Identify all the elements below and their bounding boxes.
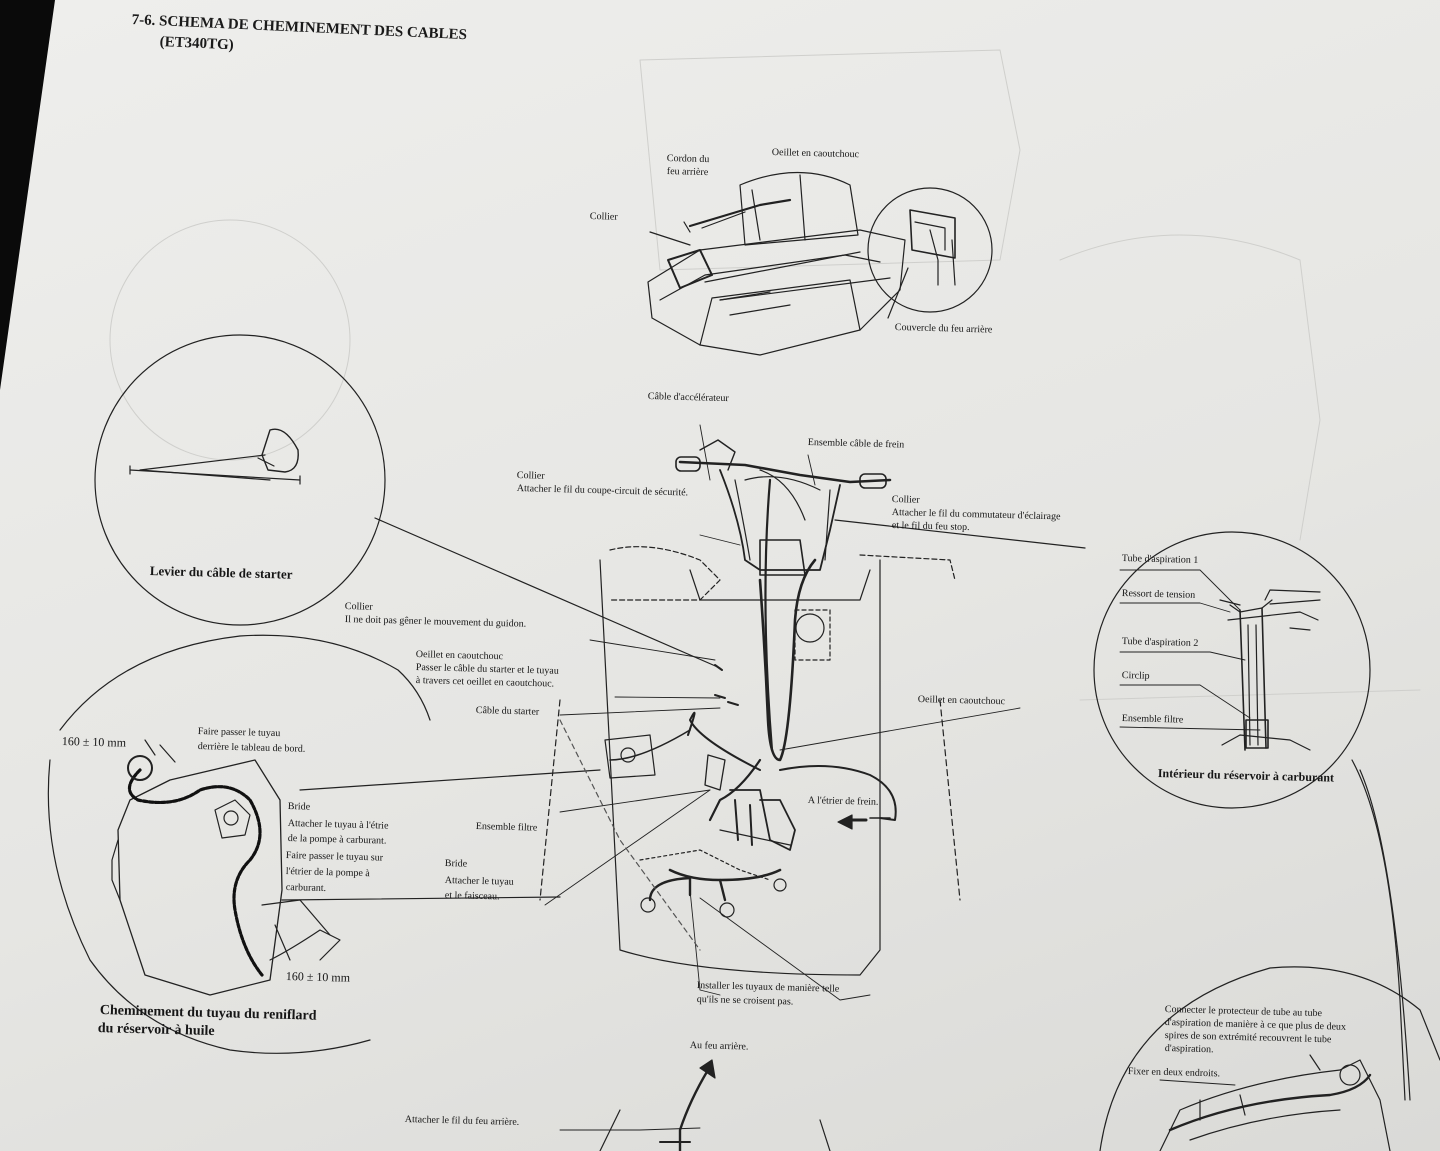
starter-lever-zoom [94, 334, 721, 669]
label-ressort: Ressort de tension [1121, 588, 1196, 601]
label-installer-2: qu'ils ne se croisent pas. [696, 994, 794, 1008]
label-circlip: Circlip [1121, 670, 1150, 682]
protector-zoom [1099, 966, 1440, 1151]
label-connecter-4: d'aspiration. [1164, 1043, 1214, 1056]
label-oeillet-starter-1: Oeillet en caoutchouc [415, 649, 504, 663]
label-cordon-feu-2: feu arrière [666, 166, 709, 179]
label-mm-top: 160 ± 10 mm [61, 734, 127, 750]
fuel-tank-zoom [834, 519, 1411, 1101]
label-levier-starter: Levier du câble de starter [149, 563, 293, 582]
label-bride-faisceau-3: et le faisceau. [444, 890, 500, 903]
label-bride-pompe-6: carburant. [285, 882, 327, 895]
label-collier-coupe-1: Collier [516, 470, 545, 482]
main-assembly [539, 424, 1021, 1001]
label-mm-bottom: 160 ± 10 mm [285, 969, 351, 985]
label-cable-accel: Câble d'accélérateur [647, 391, 729, 405]
label-collier-eclairage-1: Collier [891, 494, 920, 506]
label-bride-pompe-4: Faire passer le tuyau sur [285, 850, 384, 864]
label-tube-asp1: Tube d'aspiration 1 [1121, 553, 1199, 566]
label-collier-guidon-1: Collier [344, 601, 373, 613]
label-collier-eclairage-3: et le fil du feu stop. [891, 520, 970, 534]
label-collier-top: Collier [589, 211, 618, 223]
label-au-feu: Au feu arrière. [689, 1040, 749, 1053]
label-bride-pompe-1: Bride [287, 801, 311, 813]
label-ensemble-filtre-mid: Ensemble filtre [475, 821, 538, 834]
label-bride-faisceau-2: Attacher le tuyau [444, 875, 514, 888]
label-bride-pompe-3: de la pompe à carburant. [287, 833, 387, 847]
bleed-through [109, 49, 1421, 701]
label-ensemble-filtre-right: Ensemble filtre [1121, 713, 1184, 726]
label-couvercle: Couvercle du feu arrière [894, 322, 993, 336]
label-cable-starter: Câble du starter [475, 705, 540, 718]
label-cordon-feu-1: Cordon du [666, 153, 710, 166]
section-number: 7-6. [131, 12, 156, 30]
label-tube-asp2: Tube d'aspiration 2 [1121, 636, 1199, 649]
label-bride-faisceau-1: Bride [444, 858, 468, 870]
label-faire-passer-1: Faire passer le tuyau [197, 726, 281, 740]
section-model: (ET340TG) [159, 34, 235, 54]
label-fixer: Fixer en deux endroits. [1127, 1066, 1221, 1080]
rear-wire [559, 1059, 831, 1151]
label-reniflard-2: du réservoir à huile [97, 1021, 215, 1040]
tail-light-zoom [704, 187, 993, 319]
label-oeillet-right: Oeillet en caoutchouc [917, 694, 1006, 708]
label-ensemble-frein: Ensemble câble de frein [807, 437, 905, 451]
oil-tank-zoom [47, 634, 601, 1054]
label-bride-pompe-5: l'étrier de la pompe à [285, 866, 370, 880]
label-oeillet-top: Oeillet en caoutchouc [771, 147, 860, 161]
label-etrier-frein: A l'étrier de frein. [807, 795, 879, 808]
